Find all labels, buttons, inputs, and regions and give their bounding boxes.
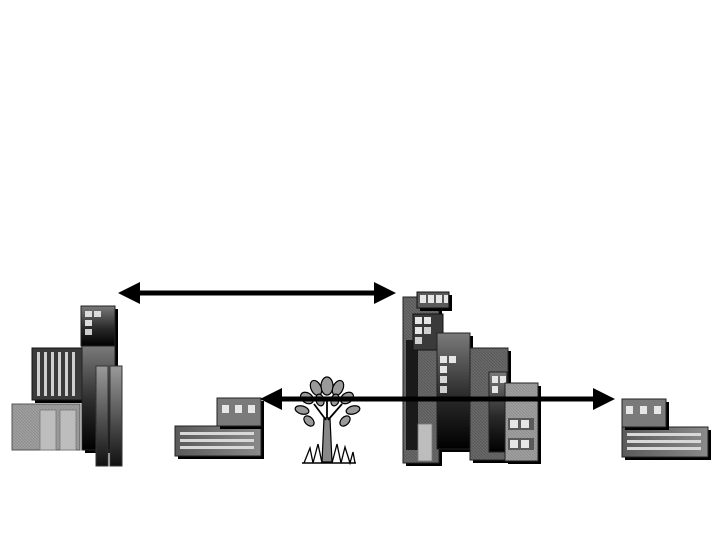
factory-icon [175, 398, 264, 459]
office-tower-icon [12, 306, 122, 466]
factory-icon [622, 399, 711, 460]
arrow-tower-to-cluster [118, 282, 396, 304]
office-cluster-icon [403, 292, 541, 466]
tree-icon [294, 377, 361, 463]
